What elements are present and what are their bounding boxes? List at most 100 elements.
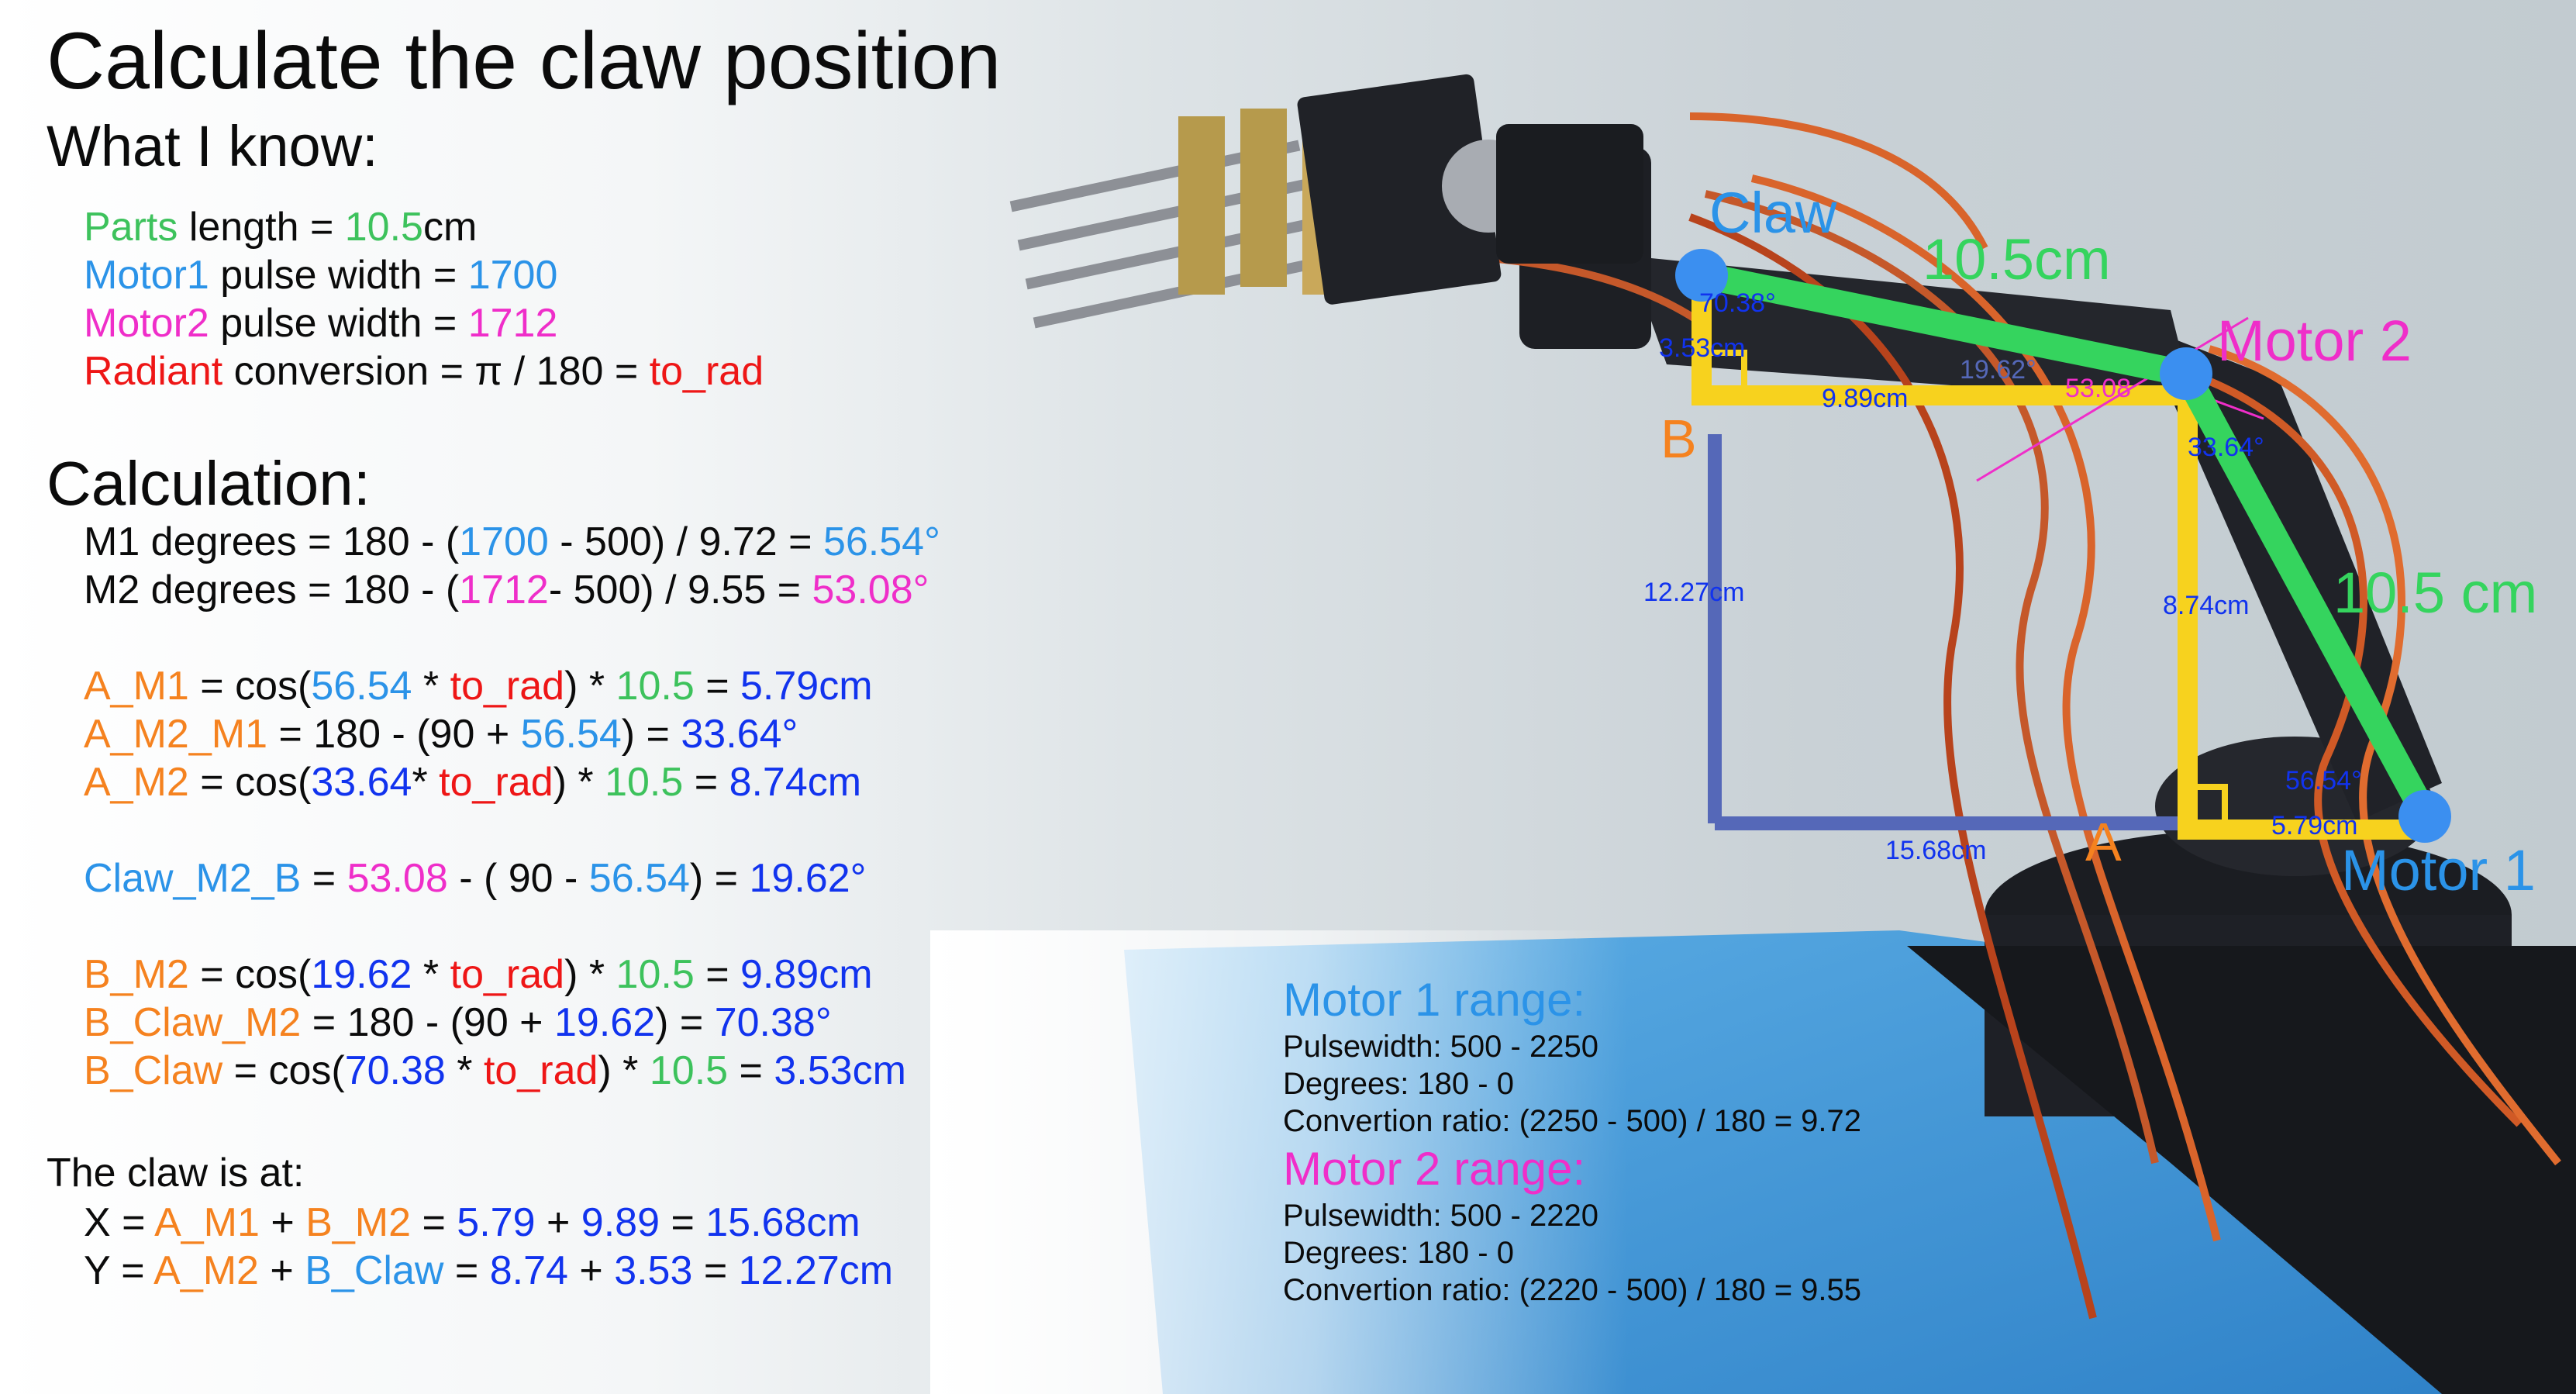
formula-segment: / 180 = (502, 349, 650, 394)
formula-segment: * (412, 952, 450, 997)
formula-segment: ) = (621, 712, 681, 757)
motor1-joint (2398, 790, 2451, 843)
known-line: Motor2 pulse width = 1712 (84, 299, 557, 347)
formula-segment: conversion = (222, 349, 475, 394)
formula-segment: 5.79 (457, 1200, 536, 1245)
formula-segment: ) * (553, 760, 605, 805)
formula-segment: 1700 (459, 519, 549, 564)
formula-segment: 10.5 (616, 664, 695, 709)
formula-segment: = (660, 1200, 706, 1245)
formula-segment: 1712 (459, 568, 549, 612)
angle-helper-line (1976, 316, 2249, 482)
claw-angle-label: 70.38° (1699, 288, 1776, 318)
formula-segment: to_rad (450, 664, 565, 709)
formula-segment: π (474, 349, 503, 394)
formula-segment: A_M1 (84, 664, 189, 709)
formula-segment: length = (178, 205, 345, 250)
formula-segment: cm (422, 205, 478, 250)
formula-segment: + (567, 1248, 615, 1293)
formula-segment: 33.64 (681, 712, 782, 757)
formula-segment: A_M2_M1 (84, 712, 267, 757)
formula-segment: 19.62 (554, 1000, 656, 1045)
known-line: Parts length = 10.5cm (84, 203, 477, 251)
formula-segment: B_M2 (84, 952, 189, 997)
a-m2-label: 8.74cm (2163, 591, 2250, 620)
claw-m2-b-angle-label: 19.62° (1960, 355, 2036, 385)
a-m1-label: 5.79cm (2271, 811, 2358, 840)
formula-segment: ) = (689, 856, 750, 901)
formula-segment: = (694, 952, 741, 997)
calculation-line: A_M2_M1 = 180 - (90 + 56.54) = 33.64° (84, 710, 798, 758)
formula-segment: - 500) / 9.72 = (548, 519, 823, 564)
formula-segment: ° (924, 519, 940, 564)
formula-segment: 3.53cm (774, 1048, 906, 1093)
result-line: X = A_M1 + B_M2 = 5.79 + 9.89 = 15.68cm (84, 1199, 860, 1247)
formula-segment: A_M1 (154, 1200, 260, 1245)
formula-segment: 56.54 (588, 856, 690, 901)
formula-segment: 53.08 (347, 856, 448, 901)
formula-segment: = cos( (188, 664, 312, 709)
formula-segment: + (259, 1200, 306, 1245)
formula-segment: = 180 - (90 + (301, 1000, 554, 1045)
motor1-range-line: Convertion ratio: (2250 - 500) / 180 = 9… (1283, 1104, 1862, 1138)
formula-segment: 10.5 (605, 760, 684, 805)
formula-segment: 12.27cm (738, 1248, 894, 1293)
formula-segment: X = (84, 1200, 155, 1245)
formula-segment: - ( 90 - (447, 856, 589, 901)
motor2-range-line: Convertion ratio: (2220 - 500) / 180 = 9… (1283, 1273, 1862, 1307)
page-title: Calculate the claw position (47, 16, 1002, 106)
right-angle-marker (2195, 784, 2228, 820)
formula-segment: 15.68cm (705, 1200, 860, 1245)
result-heading: The claw is at: (47, 1151, 305, 1196)
formula-segment: * (412, 760, 440, 805)
formula-segment: 10.5 (649, 1048, 729, 1093)
formula-segment: to_rad (450, 952, 565, 997)
formula-segment: 1700 (467, 253, 558, 298)
formula-segment: Claw_M2_B (84, 856, 302, 901)
formula-segment: 19.62 (749, 856, 850, 901)
formula-segment: = (301, 856, 347, 901)
b-m2-label: 9.89cm (1822, 384, 1909, 413)
calculation-line: A_M1 = cos(56.54 * to_rad) * 10.5 = 5.79… (84, 662, 873, 710)
formula-segment: = cos( (222, 1048, 345, 1093)
result-line: Y = A_M2 + B_Claw = 8.74 + 3.53 = 12.27c… (84, 1247, 893, 1295)
formula-segment: 5.79cm (740, 664, 873, 709)
formula-segment: to_rad (483, 1048, 598, 1093)
known-line: Motor1 pulse width = 1700 (84, 251, 557, 299)
a-m2-m1-angle-label: 33.64° (2188, 433, 2264, 462)
formula-segment: 8.74cm (729, 760, 862, 805)
formula-segment: 3.53 (614, 1248, 693, 1293)
formula-segment: M2 degrees = 180 - ( (84, 568, 460, 612)
point-b-label: B (1660, 409, 1697, 469)
motor2-range-line: Pulsewidth: 500 - 2220 (1283, 1199, 1598, 1233)
formula-segment: Motor1 (84, 253, 209, 298)
formula-segment: ) = (655, 1000, 715, 1045)
lower-arm-segment (2173, 361, 2438, 827)
upper-arm-length: 10.5cm (1923, 227, 2111, 292)
point-a-label: A (2085, 812, 2122, 872)
formula-segment: pulse width = (209, 253, 468, 298)
right-angle-marker (1709, 350, 1747, 388)
motor2-range-line: Degrees: 180 - 0 (1283, 1236, 1514, 1270)
formula-segment: B_M2 (305, 1200, 412, 1245)
formula-segment: * (412, 664, 450, 709)
claw-joint (1675, 249, 1728, 302)
formula-segment: ° (850, 856, 867, 901)
motor1-range-line: Pulsewidth: 500 - 2250 (1283, 1030, 1598, 1064)
motor2-range-title: Motor 2 range: (1283, 1143, 1586, 1195)
motor1-label: Motor 1 (2341, 838, 2536, 902)
formula-segment: - 500) / 9.55 = (548, 568, 812, 612)
formula-segment: + (258, 1248, 305, 1293)
calculation-line: Claw_M2_B = 53.08 - ( 90 - 56.54) = 19.6… (84, 854, 866, 902)
formula-segment: B_Claw (305, 1248, 444, 1293)
formula-segment: pulse width = (209, 301, 468, 346)
motor2-joint (2160, 347, 2212, 400)
formula-segment: 70.38 (344, 1048, 446, 1093)
b-claw-label: 3.53cm (1659, 333, 1746, 363)
formula-segment: = (692, 1248, 739, 1293)
calculation-heading: Calculation: (47, 449, 371, 518)
formula-segment: = cos( (188, 760, 312, 805)
formula-segment: B_Claw (84, 1048, 223, 1093)
y-total-label: 12.27cm (1643, 578, 1744, 607)
formula-segment: Parts (84, 205, 178, 250)
